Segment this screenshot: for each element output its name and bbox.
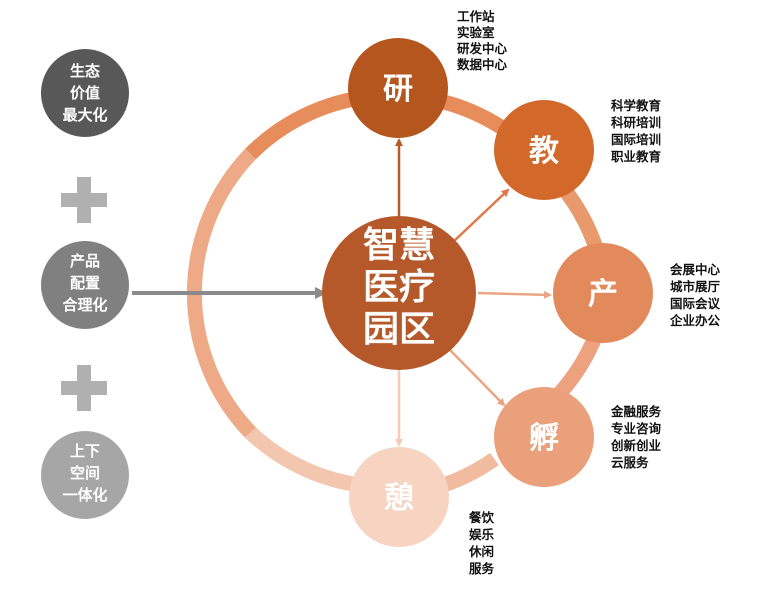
note-qi-3: 休闲 xyxy=(468,544,494,559)
notes-chan: 会展中心 城市展厅 国际会议 企业办公 xyxy=(669,262,721,328)
note-qi-2: 娱乐 xyxy=(469,527,495,542)
center-line-1: 智慧 xyxy=(363,225,435,266)
notes-qi: 餐饮 娱乐 休闲 服务 xyxy=(468,510,495,576)
ring-arc-bottom-right xyxy=(443,452,499,492)
note-yan-4: 数据中心 xyxy=(456,57,508,72)
note-chan-2: 城市展厅 xyxy=(670,279,721,294)
product-config-bg xyxy=(41,241,129,329)
note-fu-3: 创新创业 xyxy=(610,438,662,453)
product-config-line-2: 配置 xyxy=(70,274,100,292)
left-column: 生态 价值 最大化 产品 配置 合理化 上下 空间 一体化 xyxy=(41,49,129,519)
node-jiao-bg xyxy=(494,100,594,200)
note-fu-1: 金融服务 xyxy=(610,404,662,419)
notes-jiao: 科学教育 科研培训 国际培训 职业教育 xyxy=(611,98,662,164)
node-qi: 憩 xyxy=(349,447,449,547)
ecology-value-line-2: 价值 xyxy=(70,84,100,102)
arrow-to-jiao xyxy=(451,188,510,244)
space-integration-circle: 上下 空间 一体化 xyxy=(41,431,129,519)
ecology-value-bg xyxy=(41,49,129,137)
node-fu: 孵 xyxy=(494,387,594,487)
note-chan-1: 会展中心 xyxy=(670,262,721,277)
note-yan-2: 实验室 xyxy=(457,25,495,40)
plus-icon-lower xyxy=(61,365,107,411)
center-hub-bg xyxy=(322,216,476,370)
space-integration-bg xyxy=(41,431,129,519)
ecology-value-line-3: 最大化 xyxy=(62,106,107,124)
node-qi-label: 憩 xyxy=(384,481,414,516)
product-config-line-3: 合理化 xyxy=(61,296,107,314)
ecology-value-circle: 生态 价值 最大化 xyxy=(41,49,129,137)
note-jiao-3: 国际培训 xyxy=(611,132,661,147)
node-jiao-label: 教 xyxy=(529,134,559,169)
center-line-3: 园区 xyxy=(363,309,435,350)
note-chan-3: 国际会议 xyxy=(670,296,721,311)
node-jiao: 教 xyxy=(494,100,594,200)
space-integration-line-2: 空间 xyxy=(70,464,100,482)
ring-arc-bottom-left xyxy=(245,427,355,492)
note-jiao-2: 科研培训 xyxy=(611,115,661,130)
notes-fu: 金融服务 专业咨询 创新创业 云服务 xyxy=(610,404,662,470)
ecology-value-line-1: 生态 xyxy=(70,62,100,80)
note-jiao-4: 职业教育 xyxy=(611,149,662,164)
plus-icon-upper xyxy=(61,177,107,223)
note-qi-1: 餐饮 xyxy=(468,510,495,525)
note-yan-3: 研发中心 xyxy=(457,41,508,56)
product-config-line-1: 产品 xyxy=(70,252,100,270)
note-fu-4: 云服务 xyxy=(611,455,649,470)
space-integration-line-1: 上下 xyxy=(70,442,100,460)
notes-yan: 工作站 实验室 研发中心 数据中心 xyxy=(456,9,508,72)
node-chan-label: 产 xyxy=(588,277,618,312)
note-yan-1: 工作站 xyxy=(457,9,495,24)
note-jiao-1: 科学教育 xyxy=(611,98,662,113)
node-yan: 研 xyxy=(348,38,448,138)
arrow-to-fu xyxy=(449,349,506,407)
node-chan: 产 xyxy=(553,243,653,343)
product-config-circle: 产品 配置 合理化 xyxy=(41,241,129,329)
node-yan-label: 研 xyxy=(383,72,413,107)
node-yan-bg xyxy=(348,38,448,138)
note-qi-4: 服务 xyxy=(469,561,495,576)
center-line-2: 医疗 xyxy=(363,267,435,308)
note-fu-2: 专业咨询 xyxy=(611,421,662,436)
space-integration-line-3: 一体化 xyxy=(62,486,107,504)
node-chan-bg xyxy=(553,243,653,343)
note-chan-4: 企业办公 xyxy=(669,313,721,328)
center-hub: 智慧 医疗 园区 xyxy=(322,216,476,370)
node-fu-bg xyxy=(494,387,594,487)
arrow-to-chan xyxy=(477,290,552,299)
node-qi-bg xyxy=(349,447,449,547)
node-fu-label: 孵 xyxy=(529,421,559,456)
